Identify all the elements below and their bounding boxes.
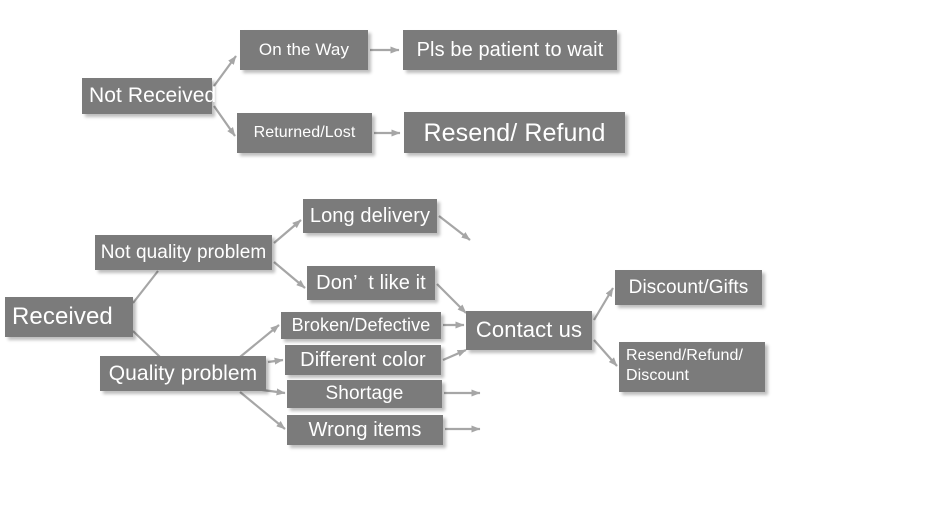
node-received[interactable]: Received xyxy=(5,297,133,337)
connector-quality-to-different-color xyxy=(267,357,284,365)
connector-received-to-not-quality-problem xyxy=(132,270,159,304)
node-discount-gifts[interactable]: Discount/Gifts xyxy=(615,270,762,305)
connector-not-received-to-returned-lost xyxy=(213,105,236,137)
connector-not-quality-to-dont-like-it xyxy=(273,261,306,289)
node-wrong-items[interactable]: Wrong items xyxy=(287,415,443,445)
connector-quality-to-broken-defective xyxy=(239,324,280,358)
connector-dont-like-it-to-contact-us xyxy=(436,283,467,314)
node-resend-refund-discount[interactable]: Resend/Refund/ Discount xyxy=(619,342,765,392)
node-shortage[interactable]: Shortage xyxy=(287,380,442,408)
node-not-quality-problem[interactable]: Not quality problem xyxy=(95,235,272,270)
connector-different-color-to-contact-us xyxy=(442,348,467,362)
node-on-the-way[interactable]: On the Way xyxy=(240,30,368,70)
node-resend-refund[interactable]: Resend/ Refund xyxy=(404,112,625,153)
connector-quality-to-wrong-items xyxy=(239,391,286,430)
node-returned-lost[interactable]: Returned/Lost xyxy=(237,113,372,153)
node-not-received[interactable]: Not Received xyxy=(82,78,216,114)
connector-contact-us-to-resend-refund-disc xyxy=(593,339,618,367)
node-dont-like-it[interactable]: Don’ t like it xyxy=(307,266,435,300)
node-long-delivery[interactable]: Long delivery xyxy=(303,199,437,233)
connector-received-to-quality-problem xyxy=(132,330,161,358)
connector-contact-us-to-discount-gifts xyxy=(593,287,614,321)
connector-not-received-to-on-the-way xyxy=(213,55,237,87)
connector-not-quality-to-long-delivery xyxy=(273,219,302,244)
node-broken-defective[interactable]: Broken/Defective xyxy=(281,312,441,339)
node-contact-us[interactable]: Contact us xyxy=(466,311,592,350)
node-quality-problem[interactable]: Quality problem xyxy=(100,356,266,391)
node-different-color[interactable]: Different color xyxy=(285,345,441,375)
connector-long-delivery-to-contact-us xyxy=(438,215,471,241)
node-pls-be-patient-to-wait[interactable]: Pls be patient to wait xyxy=(403,30,617,70)
